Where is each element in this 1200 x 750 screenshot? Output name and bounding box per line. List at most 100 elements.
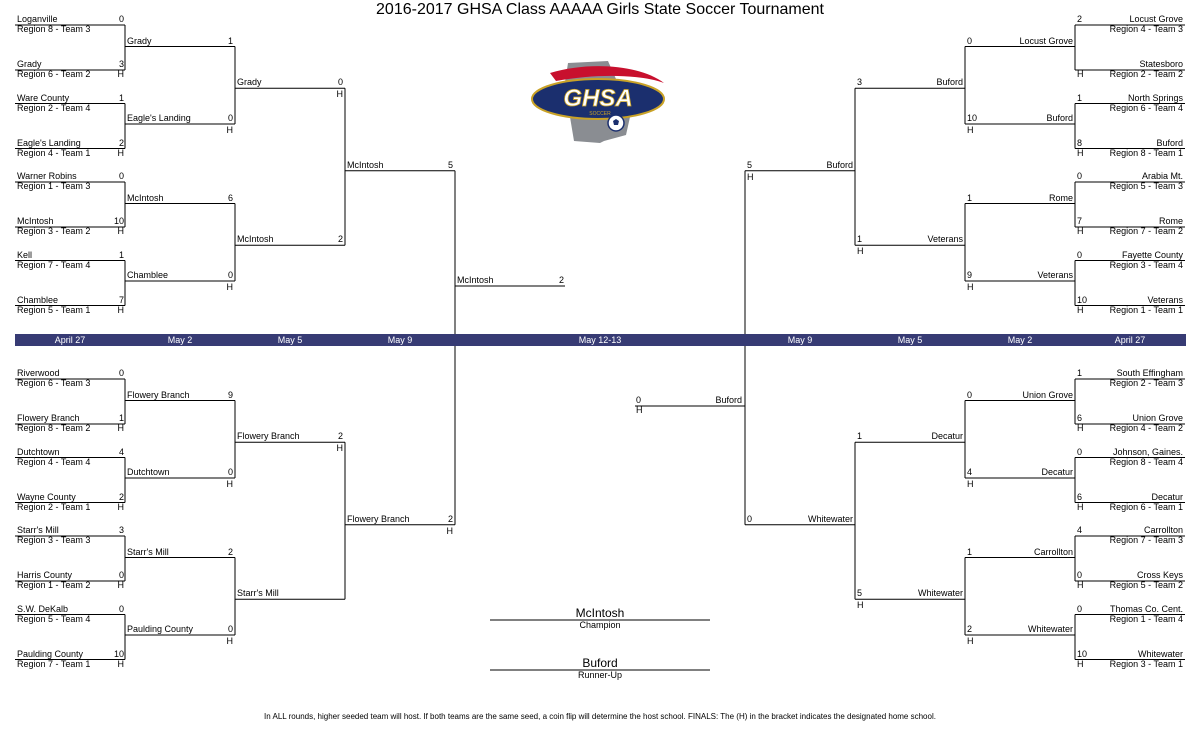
right-top-r1-team: Veterans [1147,294,1183,305]
soccer-ball-patch [613,119,619,125]
home-marker: H [117,147,125,158]
left-top-r1-score: 0 [118,14,124,24]
left-bottom-qf-team: Starr's Mill [237,588,279,599]
right-bottom-r1-score: 6 [1077,413,1083,423]
right-top-r2-score: 9 [967,270,973,280]
left-bottom-r2-team: Flowery Branch [127,389,190,400]
right-bottom-sf-team: Whitewater [807,513,853,524]
right-bottom-qf-score: 5 [857,588,863,599]
footnote: In ALL rounds, higher seeded team will h… [264,712,936,721]
home-marker: H [1077,304,1084,315]
home-marker: H [857,246,864,257]
right-top-r1-region: Region 5 - Team 3 [1109,181,1183,191]
left-bottom-sf-team: Flowery Branch [347,513,410,524]
logo-subtext: SOCCER [589,111,611,117]
right-bottom-r1-team: South Effingham [1116,368,1183,378]
left-top-r1-score: 0 [118,171,124,181]
left-top-qf-team: McIntosh [237,234,274,245]
right-bottom-r2-team: Decatur [1041,467,1073,477]
right-bottom-r2-score: 1 [967,546,973,557]
left-top-r1-team: Grady [17,59,42,69]
right-bottom-r1-team: Carrollton [1143,525,1183,535]
left-bottom-r1-team: Riverwood [17,368,60,378]
left-bottom-r1-region: Region 1 - Team 2 [17,580,91,590]
right-bottom-r1-team: Decatur [1151,491,1183,502]
left-bottom-r1-team: Harris County [17,570,73,580]
left-top-r1-region: Region 4 - Team 1 [17,147,91,158]
left-bottom-r1-score: 3 [118,525,124,535]
left-top-r1-team: Warner Robins [17,171,77,181]
home-marker: H [117,69,125,79]
date-band [15,334,1186,346]
left-top-r1-score: 1 [118,92,124,103]
right-bottom-r1-region: Region 2 - Team 3 [1109,378,1183,388]
left-bottom-r2-team: Dutchtown [127,467,170,477]
right-top-r2-score: 0 [967,35,973,46]
round-date: April 27 [1114,335,1146,345]
round-date: May 5 [897,335,923,345]
ghsa-logo: GHSA SOCCER [531,61,665,143]
right-bottom-r2-team: Carrollton [1033,546,1073,557]
right-bottom-r1-team: Cross Keys [1136,570,1183,580]
right-top-sf-team: Buford [826,159,853,170]
left-bottom-r1-region: Region 7 - Team 1 [17,658,91,669]
left-bottom-r1-score: 0 [118,603,124,614]
home-marker: H [967,282,974,292]
right-bottom-r1-region: Region 1 - Team 4 [1109,613,1183,624]
left-top-r1-team: Eagle's Landing [17,137,81,148]
left-top-r2-score: 0 [227,270,233,280]
left-bottom-r1-region: Region 3 - Team 3 [17,535,91,545]
right-bottom-r2-score: 0 [967,389,973,400]
home-marker: H [1077,580,1084,590]
round-date: May 12-13 [578,335,622,345]
right-bottom-r1-score: 4 [1077,525,1083,535]
right-top-r1-region: Region 3 - Team 4 [1109,259,1183,270]
logo-text: GHSA [563,85,632,112]
round-date: May 2 [167,335,193,345]
home-marker: H [117,304,125,315]
left-bottom-r1-region: Region 4 - Team 4 [17,456,91,467]
left-top-r1-team: McIntosh [17,216,54,226]
left-top-sf-score: 5 [447,159,453,170]
home-marker: H [226,636,234,646]
right-bottom-sf-score: 0 [747,513,753,524]
right-bottom-qf-team: Decatur [931,431,963,442]
left-bottom-r1-team: S.W. DeKalb [17,603,69,614]
left-top-qf-score: 0 [337,77,343,88]
left-bottom-qf-team: Flowery Branch [237,431,300,442]
home-marker: H [967,479,974,489]
left-bottom-r2-team: Paulding County [127,624,194,634]
right-top-r1-team: Arabia Mt. [1141,171,1183,181]
left-bottom-r1-score: 0 [118,570,124,580]
left-bottom-r1-score: 1 [118,413,124,423]
right-bottom-qf-team: Whitewater [917,588,963,599]
round-date: April 27 [54,335,86,345]
home-marker: H [117,580,125,590]
right-top-r1-region: Region 8 - Team 1 [1109,147,1183,158]
right-top-r2-score: 10 [967,113,978,123]
round-date: May 9 [787,335,813,345]
left-top-r2-score: 6 [227,192,233,203]
right-bottom-r1-score: 0 [1077,570,1083,580]
right-bottom-r1-team: Thomas Co. Cent. [1109,603,1183,614]
right-top-r1-score: 7 [1077,216,1083,226]
round-date: May 2 [1007,335,1033,345]
left-bottom-qf-score: 2 [337,431,343,442]
right-bottom-r2-score: 4 [967,467,973,477]
left-top-r1-score: 7 [118,294,124,305]
left-bottom-r1-score: 0 [118,368,124,378]
home-marker: H [967,636,974,646]
right-top-qf-team: Veterans [927,234,963,245]
home-marker: H [1077,226,1084,236]
right-bottom-r1-score: 1 [1077,368,1083,378]
left-top-sf-team: McIntosh [347,159,384,170]
left-top-r1-region: Region 3 - Team 2 [17,226,91,236]
left-bottom-r1-region: Region 8 - Team 2 [17,423,91,433]
logo-oval [531,78,665,120]
left-bottom-r1-team: Dutchtown [17,446,60,457]
right-bottom-r1-score: 6 [1077,491,1083,502]
left-top-r1-region: Region 8 - Team 3 [17,24,91,34]
left-top-r1-score: 2 [118,137,124,148]
left-bottom-r1-team: Flowery Branch [17,413,80,423]
